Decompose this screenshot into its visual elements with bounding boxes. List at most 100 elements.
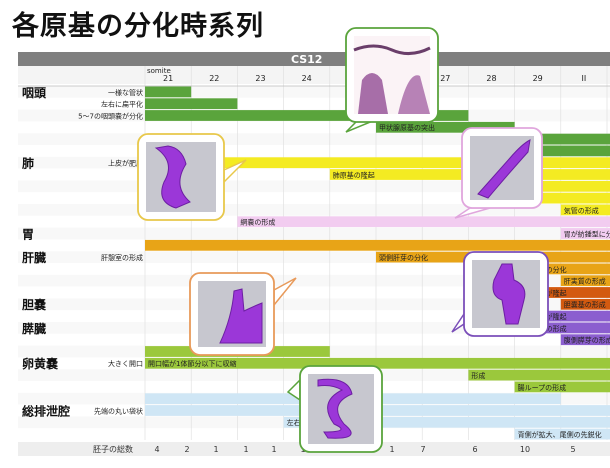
column-label: II [582,74,587,83]
grid-row [18,298,610,311]
row-stage-label: 大きく開口 [108,359,143,368]
organ-model [477,139,531,199]
count-value: 10 [520,445,530,454]
gantt-bar [376,121,515,133]
grid-row [18,274,610,287]
count-value: 6 [472,445,477,454]
gantt-bar [514,287,610,298]
gantt-bar [514,310,610,322]
gantt-bar-label: 肺原基の隆起 [333,170,375,179]
gantt-bar-label: 甲状腺原基の突出 [379,123,435,132]
count-value: 7 [420,445,425,454]
gut-loop-3d-callout [286,365,383,453]
gantt-bar-label: 腹側膵芽の形成 [564,336,610,345]
row-stage-label: 左右に扁平化 [101,100,143,109]
count-value: 1 [389,445,394,454]
count-value: 2 [184,445,189,454]
count-value: 1 [271,445,276,454]
grid-row [18,145,610,157]
gantt-bar [560,204,610,216]
liver-3d-callout [189,272,297,356]
page-title: 各原基の分化時系列 [12,11,264,42]
gantt-bar [560,334,610,346]
organ-label: 胆嚢 [22,297,47,312]
organ-model [317,378,353,439]
column-label: 28 [486,74,496,83]
gantt-bar [237,216,610,228]
count-value: 5 [570,445,575,454]
grid-row [18,310,610,322]
gantt-bar [560,298,610,310]
grid-row [18,168,610,181]
column-label: 23 [255,74,265,83]
gantt-bar [283,416,610,428]
gantt-bar [145,357,610,369]
somite-label: somite [147,67,171,75]
gantt-bar [514,428,610,440]
gantt-bar [560,275,610,287]
organ-model [219,288,263,344]
organ-model [154,145,191,209]
gantt-bar [145,157,610,169]
trachea-3d-callout [454,127,543,219]
grid-row [18,133,610,145]
grid-row [18,86,610,98]
tissue-fold [358,73,388,114]
organ-label: 膵臓 [22,321,46,336]
grid-row [18,251,610,263]
gantt-bar-label: 背側が拡大、尾側の先鋭化 [518,430,602,439]
gantt-bar [560,228,610,239]
grid-row [18,97,610,110]
footer-label: 胚子の総数 [93,444,133,454]
gantt-bar [514,192,610,204]
gantt-bar [468,369,610,381]
grid-row [18,204,610,216]
gantt-bar [514,381,610,393]
column-label: 27 [440,74,450,83]
organ-label: 胃 [22,227,34,241]
pharynx-section-callout [345,27,439,133]
row-stage-label: 上皮が肥厚 [108,159,143,168]
organ-label: 肝臓 [22,250,46,265]
column-label: 21 [163,74,173,83]
header-label: CS12 [291,53,323,66]
tissue-layer [353,44,431,55]
gantt-bar [145,86,192,98]
gantt-bar-label: 肝実質の形成 [564,277,606,286]
row-stage-label: 一様な管状 [108,88,143,97]
lung-3d-callout [137,133,247,221]
count-value: 4 [154,445,159,454]
grid-row [18,227,610,240]
grid-row [18,263,610,275]
gantt-bar-label: 形成 [471,371,485,380]
count-value: 1 [213,445,218,454]
gantt-bar-label: 胃が紡錘型に分化 [564,229,610,238]
gantt-bar [145,110,469,121]
gantt-bar [145,239,610,251]
gantt-bar-label: 頭側肝芽の分化 [379,253,428,262]
row-stage-label: 肝憩室の形成 [101,253,143,262]
organ-model [492,263,526,325]
organ-label: 卵黄嚢 [22,356,59,371]
column-label: 29 [533,74,543,83]
gantt-bar [145,98,238,110]
gantt-bar-label: 気管の形成 [564,206,599,215]
grid-row [18,121,610,134]
gantt-bar [514,180,610,192]
row-stage-label: 先端の丸い袋状 [94,406,143,415]
grid-row [18,333,610,346]
gantt-bar-label: 網嚢の形成 [240,218,275,227]
gantt-bar [514,322,610,334]
organ-label: 肺 [22,156,34,171]
header-band [18,52,610,66]
column-label: 22 [209,74,219,83]
gantt-bar [514,263,610,275]
tissue-fold [398,75,430,114]
column-label: 24 [302,74,312,83]
grid-row [18,286,610,299]
row-stage-label: 5～7の咽頭嚢が分化 [78,111,143,120]
grid-row [18,180,610,193]
organ-label: 総排泄腔 [22,403,70,418]
gantt-bar-label: 開口幅が1体節分以下に収縮 [148,359,236,368]
